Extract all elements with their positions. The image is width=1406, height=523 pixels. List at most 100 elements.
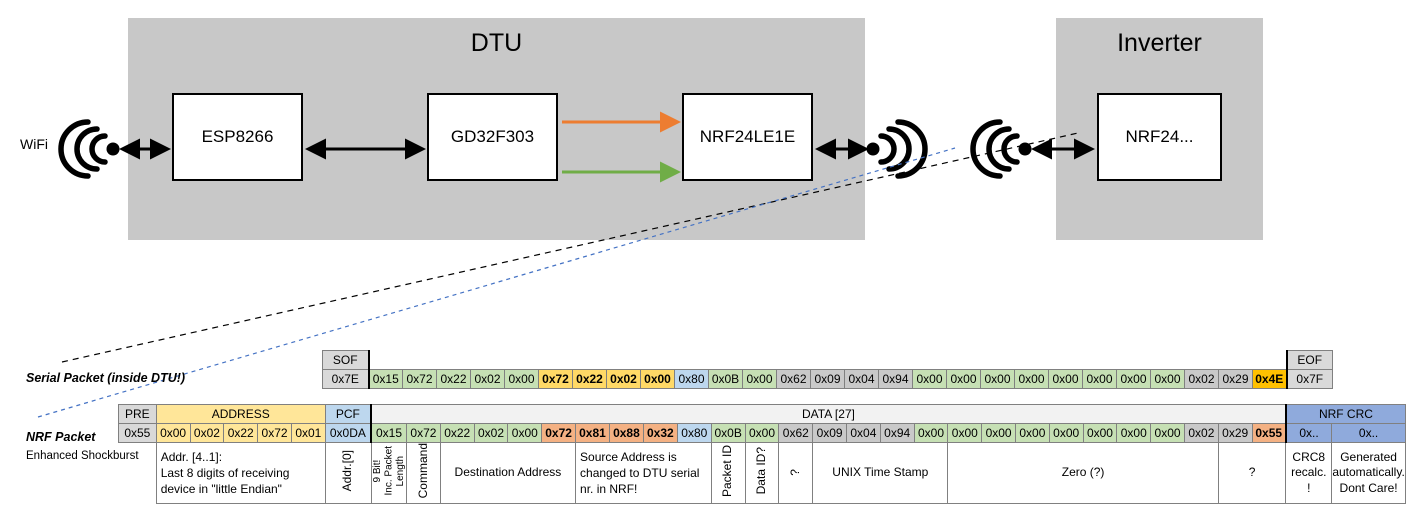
chip-esp8266: ESP8266 [172, 93, 303, 181]
nrf-pre-header: PRE [118, 404, 157, 424]
nrf-data-byte-2: 0x22 [439, 423, 475, 443]
nrf-data-byte-10: 0x0B [710, 423, 746, 443]
nrf-data-byte-24: 0x02 [1183, 423, 1219, 443]
nrf-annotation-11: ? [1217, 442, 1287, 504]
serial-byte-4: 0x00 [504, 369, 539, 389]
nrf-address-byte-4: 0x01 [290, 423, 326, 443]
chip-esp8266-label: ESP8266 [201, 127, 274, 146]
nrf-data-byte-21: 0x00 [1082, 423, 1118, 443]
nrf-data-byte-22: 0x00 [1116, 423, 1152, 443]
nrf-annotation-4: Destination Address [439, 442, 577, 504]
chip-nrf24: NRF24... [1097, 93, 1222, 181]
nrf-address-byte-1: 0x02 [189, 423, 225, 443]
nrf-data-byte-13: 0x09 [812, 423, 847, 443]
rf-antenna-dtu-icon [878, 119, 928, 179]
serial-byte-19: 0x00 [1014, 369, 1049, 389]
serial-byte-15: 0x94 [878, 369, 913, 389]
chip-gd32f303-label: GD32F303 [450, 127, 535, 146]
nrf-data-byte-25: 0x29 [1217, 423, 1253, 443]
nrf-crc-byte-1: 0x.. [1331, 423, 1406, 443]
serial-byte-24: 0x02 [1184, 369, 1219, 389]
serial-sof-value: 0x7E [322, 369, 370, 389]
nrf-data-byte-20: 0x00 [1048, 423, 1084, 443]
nrf-annotation-10: Zero (?) [947, 442, 1219, 504]
nrf-annotation-3: Command [406, 442, 441, 504]
serial-byte-26: 0x4E [1252, 369, 1287, 389]
nrf-data-byte-18: 0x00 [981, 423, 1016, 443]
diagram-connectors [37, 111, 1095, 418]
nrf-data-byte-17: 0x00 [947, 423, 983, 443]
serial-byte-21: 0x00 [1082, 369, 1117, 389]
chip-nrf24le1e: NRF24LE1E [682, 93, 813, 181]
nrf-data-byte-14: 0x04 [846, 423, 881, 443]
nrf-data-byte-23: 0x00 [1150, 423, 1185, 443]
nrf-annotation-spacer [119, 443, 157, 504]
serial-byte-23: 0x00 [1150, 369, 1185, 389]
nrf-data-byte-7: 0x88 [608, 423, 644, 443]
callout-serial-line [61, 132, 1079, 363]
serial-byte-5: 0x72 [538, 369, 573, 389]
nrf-annotation-8: ? [778, 442, 814, 504]
serial-packet-label: Serial Packet (inside DTU!) [26, 371, 186, 385]
serial-byte-6: 0x22 [572, 369, 607, 389]
wifi-antenna-icon [58, 119, 108, 179]
nrf-data-byte-19: 0x00 [1014, 423, 1050, 443]
nrf-annotation-6: Packet ID [710, 442, 746, 504]
serial-byte-25: 0x29 [1218, 369, 1253, 389]
nrf-pcf-header: PCF [324, 404, 373, 424]
nrf-data-byte-15: 0x94 [879, 423, 915, 443]
nrf-data-byte-4: 0x00 [507, 423, 543, 443]
serial-eof-value: 0x7F [1285, 369, 1333, 389]
nrf-address-byte-0: 0x00 [155, 423, 191, 443]
serial-header-spacer [369, 351, 1287, 370]
nrf-data-byte-11: 0x00 [744, 423, 780, 443]
wifi-label: WiFi [20, 136, 48, 152]
serial-byte-10: 0x0B [708, 369, 743, 389]
serial-byte-17: 0x00 [946, 369, 981, 389]
serial-byte-18: 0x00 [980, 369, 1015, 389]
nrf-annotation-1: Addr.[0] [324, 442, 372, 504]
nrf-data-byte-26: 0x55 [1251, 423, 1287, 443]
serial-byte-9: 0x80 [674, 369, 709, 389]
wifi-antenna-dot [106, 142, 120, 156]
nrf-data-byte-5: 0x72 [541, 423, 577, 443]
rf-antenna-dtu-dot [866, 142, 880, 156]
nrf-data-byte-1: 0x72 [406, 423, 441, 443]
serial-byte-3: 0x02 [470, 369, 505, 389]
serial-eof-header: EOF [1285, 350, 1333, 370]
nrf-address-byte-2: 0x22 [223, 423, 259, 443]
nrf-annotation-7: Data ID? [744, 442, 780, 504]
serial-byte-12: 0x62 [776, 369, 811, 389]
nrf-packet-sublabel: Enhanced Shockburst [26, 450, 139, 462]
nrf-data-byte-9: 0x80 [676, 423, 712, 443]
chip-nrf24le1e-label: NRF24LE1E [699, 127, 796, 146]
serial-sof-header: SOF [322, 350, 370, 370]
nrf-data-header: DATA [27] [370, 404, 1287, 424]
serial-byte-14: 0x04 [844, 369, 879, 389]
serial-byte-11: 0x00 [742, 369, 777, 389]
nrf-address-header: ADDRESS [155, 404, 326, 424]
dtu-title: DTU [470, 29, 523, 57]
nrf-data-byte-12: 0x62 [778, 423, 814, 443]
serial-byte-8: 0x00 [640, 369, 675, 389]
architecture-diagram: DTU Inverter ESP8266 GD32F303 NRF24LE1E … [20, 18, 1263, 418]
nrf-crc-header: NRF CRC [1284, 404, 1406, 424]
serial-byte-1: 0x72 [402, 369, 437, 389]
nrf-annotation-9: UNIX Time Stamp [812, 442, 949, 504]
nrf-pre-value: 0x55 [118, 423, 157, 443]
rf-antenna-inverter-icon [970, 119, 1020, 179]
nrf-packet-label: NRF Packet [26, 430, 96, 444]
chip-nrf24-label: NRF24... [1125, 127, 1194, 146]
nrf-address-byte-3: 0x72 [257, 423, 292, 443]
serial-byte-16: 0x00 [912, 369, 947, 389]
packet-layout: Serial Packet (inside DTU!) NRF Packet E… [0, 340, 1406, 523]
serial-byte-22: 0x00 [1116, 369, 1151, 389]
serial-byte-13: 0x09 [810, 369, 845, 389]
